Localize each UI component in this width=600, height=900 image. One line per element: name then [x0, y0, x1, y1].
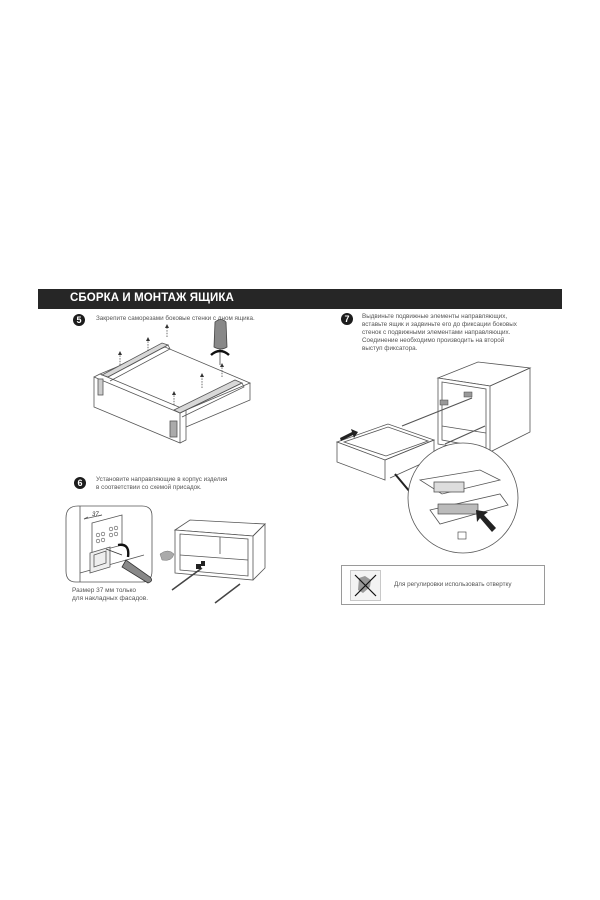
step-6-badge: 6 [74, 477, 86, 489]
cabinet-runners-illustration [159, 519, 266, 604]
adjustment-note: Для регулировки использовать отвертку [341, 565, 545, 605]
note-text: Для регулировки использовать отвертку [394, 581, 512, 588]
section-header: СБОРКА И МОНТАЖ ЯЩИКА [38, 289, 562, 309]
dimension-37-label: 37 [92, 512, 99, 518]
drawer-assembly-illustration [93, 319, 252, 444]
mounting-detail-illustration: 37 [65, 505, 153, 584]
step-7-badge: 7 [341, 313, 353, 325]
section-title: СБОРКА И МОНТАЖ ЯЩИКА [70, 292, 234, 304]
no-screwdriver-icon [350, 570, 381, 601]
step-6-text: Установите направляющие в корпус изделия… [96, 476, 228, 491]
step-5-badge: 5 [73, 314, 85, 326]
drawer-insertion-illustration [335, 361, 532, 554]
dimension-caption: Размер 37 мм только для накладных фасадо… [72, 587, 149, 602]
step-5-text: Закрепите саморезами боковые стенки с дн… [96, 315, 255, 322]
step-7-text: Выдвиньте подвижные элементы направляющи… [362, 313, 517, 352]
